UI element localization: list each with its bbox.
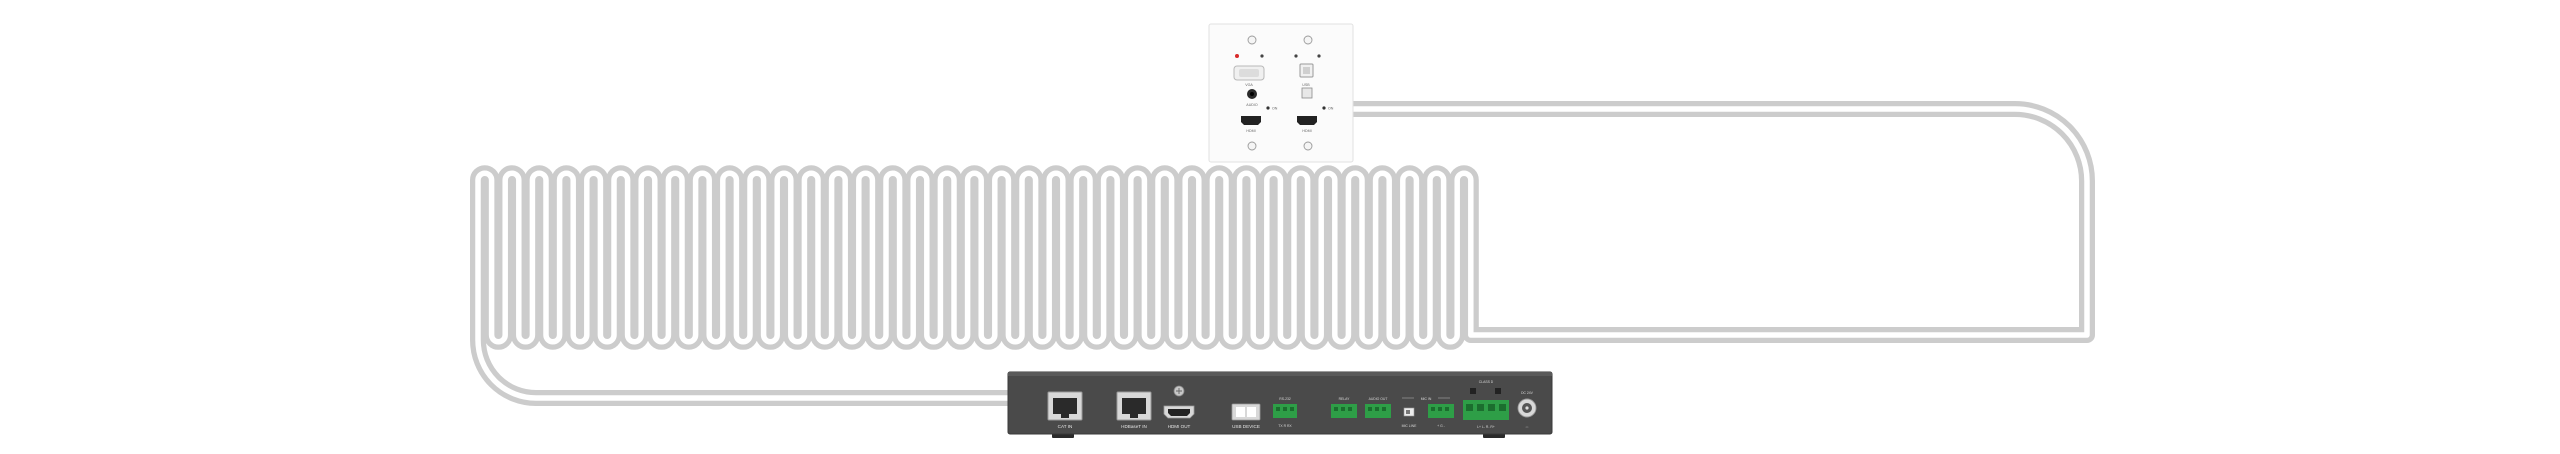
hdmi-1-label: HDMI	[1246, 129, 1255, 133]
terminal-block-icon	[1428, 404, 1454, 418]
usb-port-icon	[1299, 63, 1314, 78]
led-indicator-icon	[1266, 106, 1270, 110]
cable-inner	[475, 106, 2090, 401]
led-indicator-icon	[1317, 54, 1321, 58]
speaker-terminal-block-icon	[1463, 400, 1509, 420]
led-indicator-icon	[1260, 54, 1264, 58]
led-indicator-icon	[1235, 54, 1239, 58]
power-connector-icon	[1517, 398, 1537, 418]
rs232-pins-label: TX R RX	[1278, 424, 1292, 428]
hdbaset-port-label: HDBaseT IN	[1121, 424, 1147, 429]
audio-out-label: AUDIO OUT	[1369, 397, 1388, 401]
terminal-block-icon	[1331, 404, 1357, 418]
hdmi-2-label: HDMI	[1302, 129, 1311, 133]
wall-plate-transmitter: VGA USB AUDIO ON ON HDMI HDMI	[1208, 23, 1354, 163]
hdmi-port-icon	[1163, 405, 1195, 419]
led-indicator-icon	[1294, 54, 1298, 58]
rs232-label: RS-232	[1279, 397, 1291, 401]
hdmi-out-label: HDMI OUT	[1168, 424, 1191, 429]
mic-line-label: MIC LINE	[1402, 424, 1417, 428]
led-b-label: ON	[1328, 107, 1334, 111]
terminal-block-icon	[1273, 404, 1297, 418]
usb-port-icon	[1231, 403, 1261, 421]
wall-plate-body	[1208, 23, 1354, 163]
led-a-label: ON	[1272, 107, 1278, 111]
hdmi-port-icon	[1241, 116, 1261, 125]
audio-label: AUDIO	[1246, 103, 1258, 107]
hdmi-port-icon	[1297, 116, 1317, 125]
mic-in-label: MIC IN	[1421, 397, 1432, 401]
screw-hole-icon	[1247, 35, 1313, 151]
vga-port-icon	[1233, 65, 1265, 81]
class-d-label: CLASS D	[1479, 380, 1494, 384]
usb-a-port-icon	[1301, 87, 1313, 99]
ground-screw-icon	[1173, 385, 1185, 397]
audio-jack-icon	[1247, 89, 1257, 99]
lan-port-label: CAT IN	[1058, 424, 1073, 429]
usb-label: USB	[1302, 83, 1310, 87]
usb-port-label: USB DEVICE	[1232, 424, 1260, 429]
rj45-port-icon	[1047, 391, 1083, 421]
power-symbol-label: ⎓	[1526, 425, 1529, 429]
rj45-port-icon	[1116, 391, 1152, 421]
led-indicator-icon	[1322, 106, 1326, 110]
hdbaset-receiver: CAT IN HDBaseT IN HDMI OUT USB DEVICE RS…	[1007, 371, 1553, 438]
dc-in-label: DC 24V	[1521, 391, 1534, 395]
mic-pins-label: + G -	[1437, 424, 1445, 428]
terminal-block-icon	[1365, 404, 1391, 418]
relay-label: RELAY	[1339, 397, 1351, 401]
vga-label: VGA	[1245, 83, 1253, 87]
mic-line-switch-icon	[1403, 407, 1415, 417]
class-d-pins-label: L+ L- R- R+	[1477, 425, 1495, 429]
cable	[470, 101, 2095, 406]
